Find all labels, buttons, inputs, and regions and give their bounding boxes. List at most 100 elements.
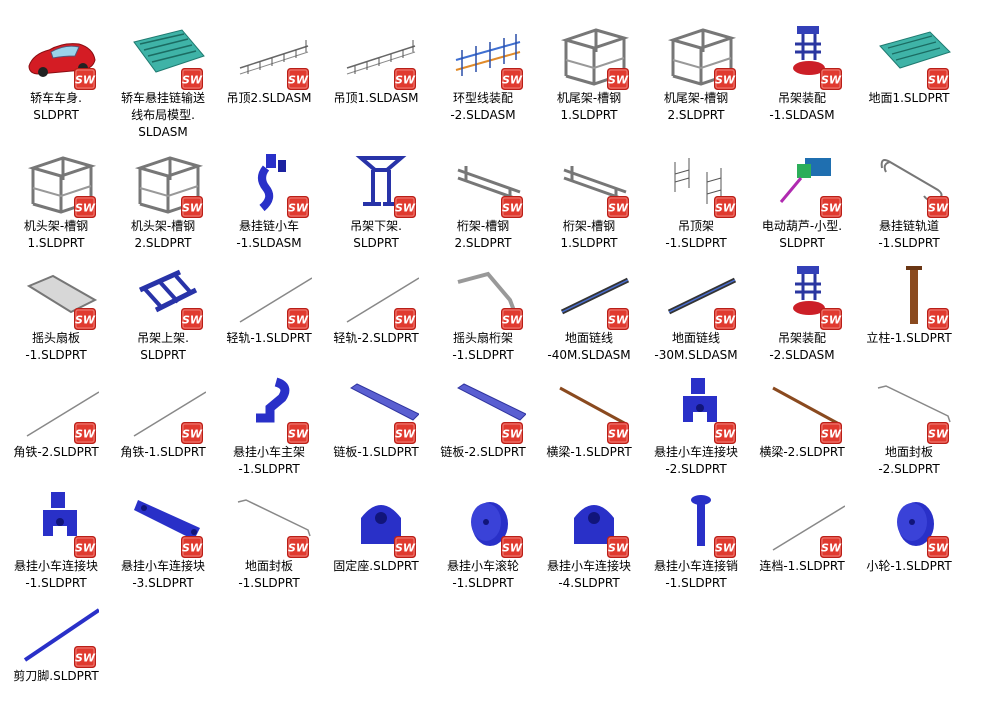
svg-text:SW: SW bbox=[821, 202, 842, 215]
file-item[interactable]: SW 悬挂小车主架 -1.SLDPRT bbox=[216, 374, 322, 486]
file-item[interactable]: SW 吊架下架. SLDPRT bbox=[323, 148, 429, 260]
svg-text:SW: SW bbox=[75, 652, 96, 665]
file-item[interactable]: SW 吊顶1.SLDASM bbox=[323, 20, 429, 132]
svg-text:SW: SW bbox=[502, 542, 523, 555]
file-name: 地面链线 -40M.SLDASM bbox=[547, 331, 631, 362]
file-icon-grid: SW 轿车车身. SLDPRT SW 轿车悬挂链输送 线布局模型. SLDASM… bbox=[3, 20, 962, 683]
file-item[interactable]: SW 链板-2.SLDPRT bbox=[430, 374, 536, 486]
solidworks-file-icon: SW bbox=[74, 196, 96, 218]
file-item[interactable]: SW 剪刀脚.SLDPRT bbox=[3, 598, 109, 710]
solidworks-file-icon: SW bbox=[181, 536, 203, 558]
lower-hanger-thumbnail bbox=[343, 148, 419, 216]
file-item[interactable]: SW 立柱-1.SLDPRT bbox=[856, 260, 962, 372]
file-item[interactable]: SW 角铁-2.SLDPRT bbox=[3, 374, 109, 486]
file-item[interactable]: SW 地面链线 -40M.SLDASM bbox=[536, 260, 642, 372]
file-item[interactable]: SW 环型线装配 -2.SLDASM bbox=[430, 20, 536, 132]
svg-text:SW: SW bbox=[182, 428, 203, 441]
svg-text:SW: SW bbox=[608, 428, 629, 441]
svg-text:SW: SW bbox=[288, 542, 309, 555]
file-item[interactable]: SW 悬挂链小车 -1.SLDASM bbox=[216, 148, 322, 260]
file-item[interactable]: SW 摇头扇板 -1.SLDPRT bbox=[3, 260, 109, 372]
trolley-main-frame-thumbnail bbox=[236, 374, 312, 442]
file-item[interactable]: SW 横梁-2.SLDPRT bbox=[749, 374, 855, 486]
file-item[interactable]: SW 悬挂小车滚轮 -1.SLDPRT bbox=[430, 488, 536, 600]
file-name: 地面封板 -2.SLDPRT bbox=[878, 445, 940, 476]
file-item[interactable]: SW 悬挂链轨道 -1.SLDPRT bbox=[856, 148, 962, 260]
svg-text:SW: SW bbox=[75, 314, 96, 327]
thin-rail-thumbnail bbox=[769, 488, 845, 556]
file-item[interactable]: SW 连档-1.SLDPRT bbox=[749, 488, 855, 600]
file-name: 悬挂小车连接块 -3.SLDPRT bbox=[120, 559, 205, 590]
file-item[interactable]: SW 地面封板 -2.SLDPRT bbox=[856, 374, 962, 486]
file-item[interactable]: SW 悬挂小车连接块 -3.SLDPRT bbox=[110, 488, 216, 600]
file-name: 悬挂小车连接块 -2.SLDPRT bbox=[653, 445, 738, 476]
file-item[interactable]: SW 吊顶架 -1.SLDPRT bbox=[643, 148, 749, 260]
file-name: 机尾架-槽钢 2.SLDPRT bbox=[663, 91, 729, 122]
file-item[interactable]: SW 轻轨-1.SLDPRT bbox=[216, 260, 322, 372]
svg-text:SW: SW bbox=[288, 314, 309, 327]
file-item[interactable]: SW 链板-1.SLDPRT bbox=[323, 374, 429, 486]
file-item[interactable]: SW 地面封板 -1.SLDPRT bbox=[216, 488, 322, 600]
file-item[interactable]: SW 机头架-槽钢 1.SLDPRT bbox=[3, 148, 109, 260]
file-item[interactable]: SW 吊架上架. SLDPRT bbox=[110, 260, 216, 372]
file-item[interactable]: SW 吊架装配 -2.SLDASM bbox=[749, 260, 855, 372]
file-item[interactable]: SW 桁架-槽钢 2.SLDPRT bbox=[430, 148, 536, 260]
hanger-assembly-thumbnail bbox=[769, 260, 845, 328]
file-item[interactable]: SW 悬挂小车连接块 -4.SLDPRT bbox=[536, 488, 642, 600]
file-item[interactable]: SW 吊架装配 -1.SLDASM bbox=[749, 20, 855, 132]
svg-text:SW: SW bbox=[75, 202, 96, 215]
solidworks-file-icon: SW bbox=[820, 536, 842, 558]
file-item[interactable]: SW 轿车悬挂链输送 线布局模型. SLDASM bbox=[110, 20, 216, 139]
solidworks-file-icon: SW bbox=[394, 422, 416, 444]
svg-text:SW: SW bbox=[821, 314, 842, 327]
file-item[interactable]: SW 吊顶2.SLDASM bbox=[216, 20, 322, 132]
file-item[interactable]: SW 地面1.SLDPRT bbox=[856, 20, 962, 132]
file-item[interactable]: SW 角铁-1.SLDPRT bbox=[110, 374, 216, 486]
file-item[interactable]: SW 电动葫芦-小型. SLDPRT bbox=[749, 148, 855, 260]
solidworks-file-icon: SW bbox=[181, 68, 203, 90]
file-name: 地面链线 -30M.SLDASM bbox=[654, 331, 738, 362]
svg-text:SW: SW bbox=[502, 428, 523, 441]
file-item[interactable]: SW 机尾架-槽钢 1.SLDPRT bbox=[536, 20, 642, 132]
file-name: 机尾架-槽钢 1.SLDPRT bbox=[556, 91, 622, 122]
svg-text:SW: SW bbox=[608, 542, 629, 555]
file-item[interactable]: SW 机尾架-槽钢 2.SLDPRT bbox=[643, 20, 749, 132]
file-item[interactable]: SW 地面链线 -30M.SLDASM bbox=[643, 260, 749, 372]
solidworks-file-icon: SW bbox=[394, 68, 416, 90]
file-name: 电动葫芦-小型. SLDPRT bbox=[761, 219, 843, 250]
file-name: 轻轨-2.SLDPRT bbox=[333, 331, 419, 345]
file-item[interactable]: SW 固定座.SLDPRT bbox=[323, 488, 429, 600]
svg-text:SW: SW bbox=[928, 314, 949, 327]
file-item[interactable]: SW 小轮-1.SLDPRT bbox=[856, 488, 962, 600]
file-name: 链板-1.SLDPRT bbox=[333, 445, 419, 459]
file-name: 剪刀脚.SLDPRT bbox=[13, 669, 99, 683]
solidworks-file-icon: SW bbox=[607, 422, 629, 444]
file-name: 桁架-槽钢 2.SLDPRT bbox=[454, 219, 512, 250]
file-item[interactable]: SW 机头架-槽钢 2.SLDPRT bbox=[110, 148, 216, 260]
solidworks-file-icon: SW bbox=[181, 308, 203, 330]
svg-text:SW: SW bbox=[608, 202, 629, 215]
svg-text:SW: SW bbox=[395, 74, 416, 87]
file-item[interactable]: SW 悬挂小车连接块 -2.SLDPRT bbox=[643, 374, 749, 486]
file-item[interactable]: SW 桁架-槽钢 1.SLDPRT bbox=[536, 148, 642, 260]
file-item[interactable]: SW 悬挂小车连接块 -1.SLDPRT bbox=[3, 488, 109, 600]
frame-thumbnail bbox=[23, 148, 99, 216]
file-item[interactable]: SW 悬挂小车连接销 -1.SLDPRT bbox=[643, 488, 749, 600]
file-name: 吊架装配 -2.SLDASM bbox=[769, 331, 835, 362]
file-name: 轻轨-1.SLDPRT bbox=[226, 331, 312, 345]
svg-text:SW: SW bbox=[821, 542, 842, 555]
svg-text:SW: SW bbox=[75, 428, 96, 441]
solidworks-file-icon: SW bbox=[287, 422, 309, 444]
file-item[interactable]: SW 横梁-1.SLDPRT bbox=[536, 374, 642, 486]
svg-text:SW: SW bbox=[502, 74, 523, 87]
scissor-leg-thumbnail bbox=[23, 598, 99, 666]
file-item[interactable]: SW 轿车车身. SLDPRT bbox=[3, 20, 109, 132]
svg-text:SW: SW bbox=[502, 202, 523, 215]
file-item[interactable]: SW 摇头扇桁架 -1.SLDPRT bbox=[430, 260, 536, 372]
solidworks-file-icon: SW bbox=[74, 536, 96, 558]
ground-plate-thumbnail bbox=[876, 20, 952, 88]
file-name: 机头架-槽钢 1.SLDPRT bbox=[23, 219, 89, 250]
file-item[interactable]: SW 轻轨-2.SLDPRT bbox=[323, 260, 429, 372]
solidworks-file-icon: SW bbox=[394, 308, 416, 330]
file-name: 连档-1.SLDPRT bbox=[759, 559, 845, 573]
